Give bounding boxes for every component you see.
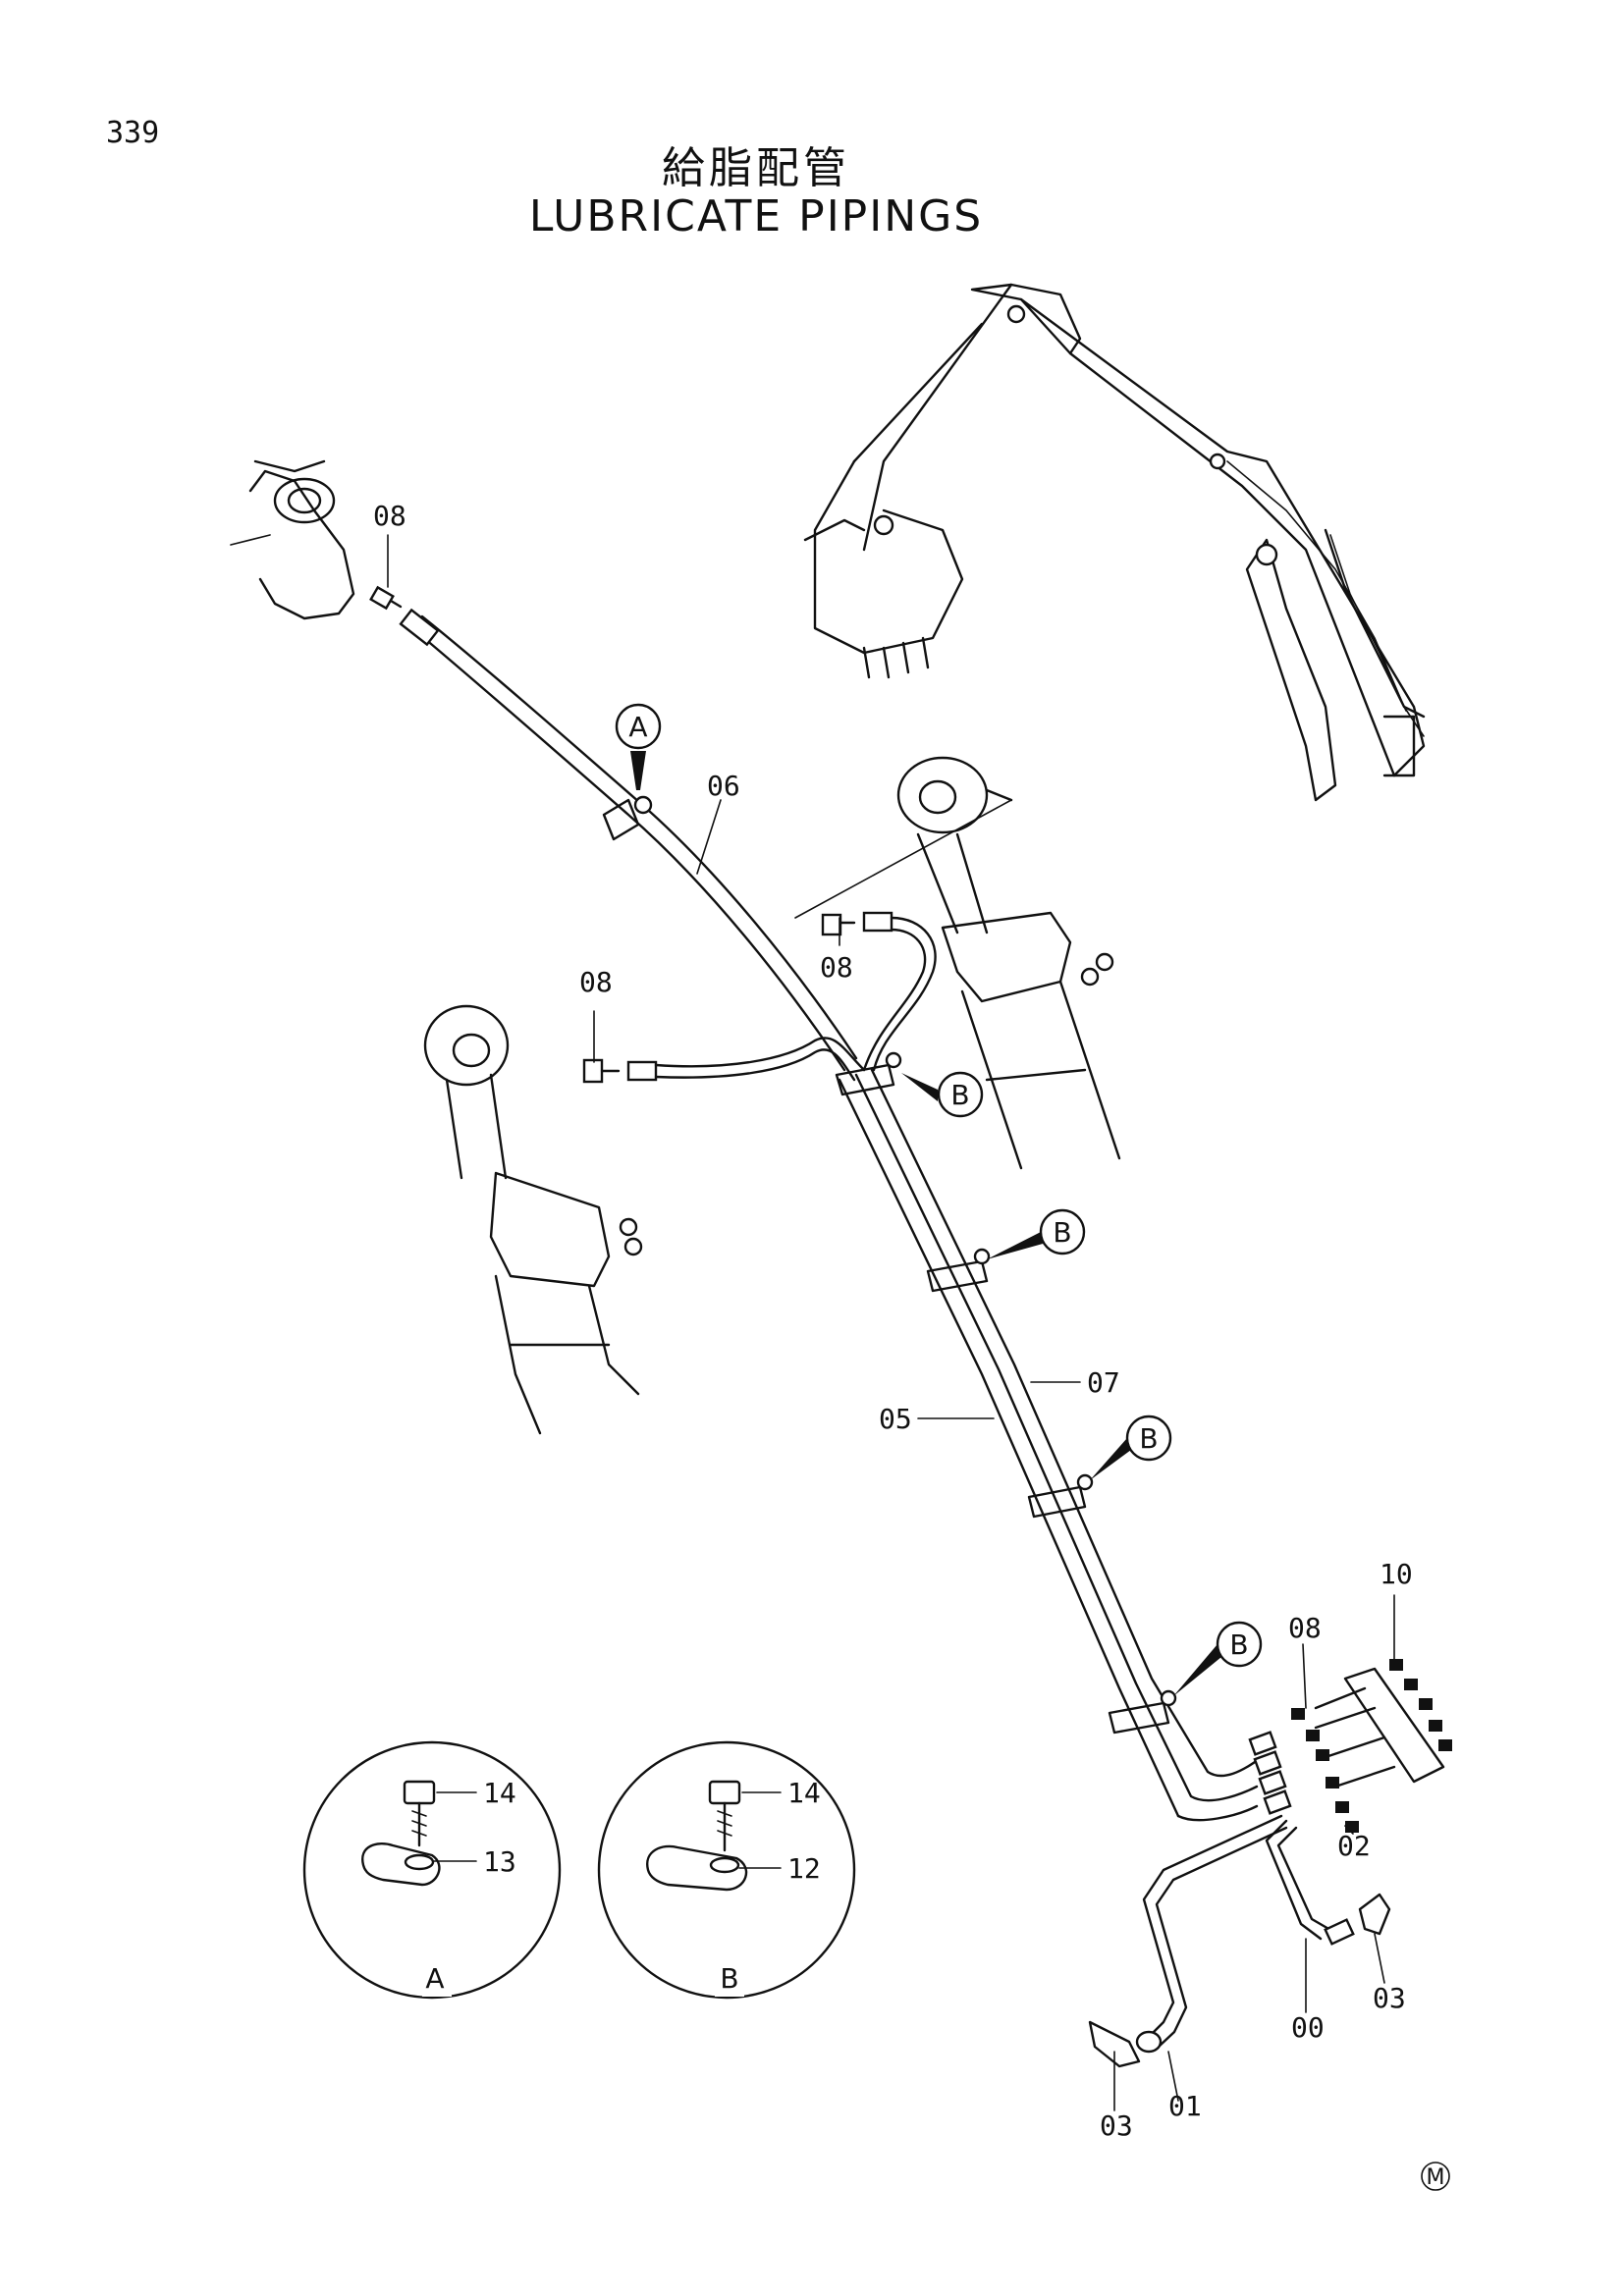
boom-cylinder-right — [896, 756, 1121, 1170]
callout-b-2-text: B — [1053, 1216, 1071, 1249]
label-05: 05 — [879, 1403, 912, 1435]
callout-a: A — [615, 703, 662, 790]
label-12: 12 — [787, 1852, 821, 1885]
pipe-bundle — [838, 1068, 1264, 1822]
clamp-b-4 — [1108, 1689, 1177, 1735]
grease-manifold — [1291, 1659, 1452, 1833]
grease-fitting-mid — [821, 913, 856, 936]
manufacturer-mark-text: M — [1427, 2165, 1445, 2190]
hose-06 — [399, 608, 858, 1072]
label-10: 10 — [1380, 1558, 1413, 1590]
boom-cylinder-left — [423, 1004, 643, 1435]
label-08-left: 08 — [579, 966, 613, 998]
clamp-a — [602, 795, 653, 841]
label-08-top: 08 — [373, 500, 406, 532]
label-00: 00 — [1291, 2011, 1325, 2044]
manufacturer-mark: M — [1421, 2162, 1450, 2191]
leader-mid — [794, 799, 1012, 919]
detail-view-b-label: B — [720, 1962, 738, 1995]
label-13: 13 — [483, 1845, 516, 1878]
hose-right-branch — [862, 911, 937, 1072]
page-number: 339 — [106, 116, 160, 150]
elbow-03-right — [1358, 1893, 1391, 1936]
clamp-b-3 — [1027, 1473, 1094, 1519]
elbow-03-left — [1088, 2020, 1141, 2068]
page-title-japanese: 給脂配管 — [662, 143, 850, 193]
pipe-01 — [1135, 1814, 1288, 2054]
pipe-00 — [1265, 1819, 1355, 1946]
label-07: 07 — [1087, 1366, 1120, 1399]
grease-fitting-left — [582, 1058, 621, 1084]
callout-b-1-text: B — [950, 1079, 969, 1111]
hose-end-fittings — [1248, 1731, 1292, 1815]
clamp-b-1 — [835, 1051, 902, 1096]
boom-foot-bracket — [230, 459, 355, 620]
callout-b-4-text: B — [1229, 1629, 1248, 1661]
leader-lines — [387, 534, 1395, 2111]
callout-b-1: B — [901, 1071, 984, 1118]
label-03-right: 03 — [1373, 1982, 1406, 2014]
grease-fitting-top — [369, 585, 403, 611]
detail-view-b: 14 12 B — [597, 1740, 856, 2000]
label-01: 01 — [1168, 2090, 1202, 2122]
label-02: 02 — [1337, 1830, 1371, 1862]
label-08-manifold: 08 — [1288, 1612, 1322, 1644]
clamp-b-2 — [926, 1248, 991, 1293]
label-03-left: 03 — [1100, 2109, 1133, 2142]
label-14-b: 14 — [787, 1777, 821, 1809]
callout-b-4: B — [1173, 1621, 1263, 1696]
callout-a-text: A — [628, 711, 647, 743]
callout-b-3-text: B — [1139, 1422, 1158, 1455]
page-title: LUBRICATE PIPINGS — [528, 191, 984, 241]
label-06: 06 — [707, 770, 740, 802]
callout-b-2: B — [987, 1208, 1086, 1259]
label-08-mid: 08 — [820, 951, 853, 984]
callout-b-3: B — [1090, 1415, 1172, 1480]
excavator-overview — [803, 283, 1426, 802]
label-14-a: 14 — [483, 1777, 516, 1809]
hose-left-branch — [626, 1037, 866, 1082]
detail-view-a-label: A — [425, 1962, 444, 1995]
detail-view-a: 14 13 A — [302, 1740, 562, 2000]
